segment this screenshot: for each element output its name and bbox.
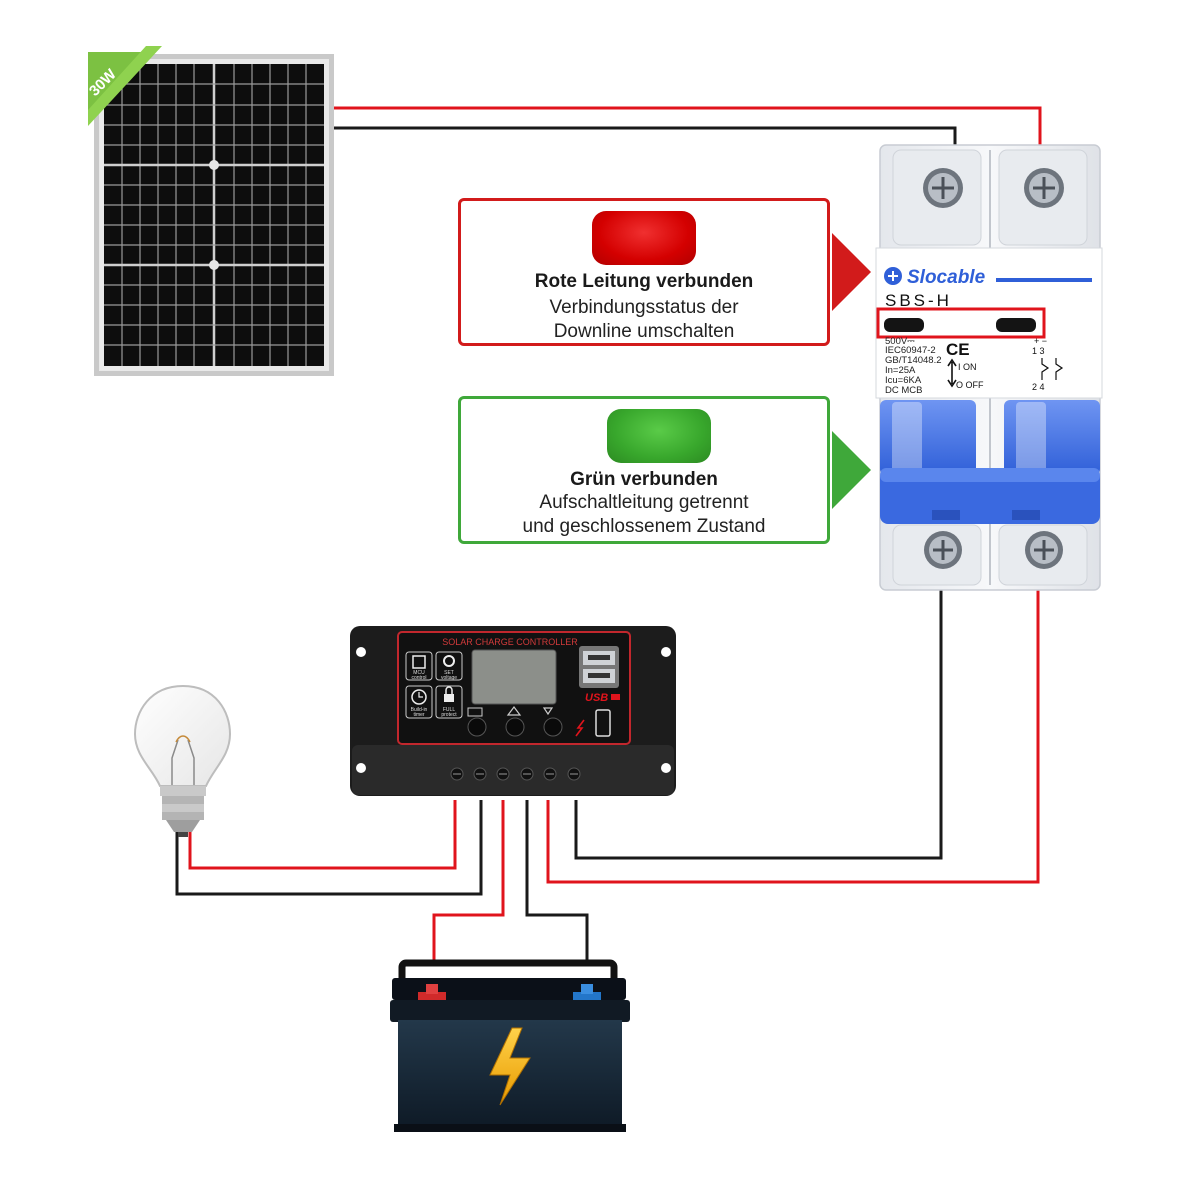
load-positive-wire [188, 800, 457, 870]
lightning-icon [575, 719, 585, 737]
breaker-negative-wire [574, 590, 943, 860]
phone-icon [595, 709, 611, 737]
top-terminal-screw-left [923, 168, 963, 208]
feature-icons: MCU control SET voltage Build-in timer F… [405, 651, 463, 719]
brand-name: Slocable [907, 267, 986, 288]
battery-negative-wire [525, 800, 589, 966]
red-callout-pointer [832, 233, 871, 311]
icon-label-0b: control [411, 675, 426, 681]
breaker-toggle[interactable] [880, 400, 1100, 524]
usb-label: USB [585, 692, 608, 704]
on-off-arrow-icon [947, 358, 957, 388]
wires [175, 106, 1042, 966]
load-negative-wire [175, 800, 483, 896]
red-callout-line1: Verbindungsstatus der [549, 297, 739, 318]
green-wire-callout: Grün verbunden Aufschaltleitung getrennt… [458, 396, 830, 544]
controller-terminals [450, 767, 581, 781]
battery [390, 959, 630, 1132]
down-button[interactable] [543, 717, 563, 737]
green-callout-pointer [832, 431, 871, 509]
spec-line-0: 500V⎓ [885, 336, 915, 347]
spec-line-4: Icu=6KA [885, 375, 922, 386]
chip-icon [405, 651, 433, 681]
model-name: SBS-H [885, 291, 952, 310]
battery-positive-wire [432, 800, 505, 966]
spec-line-1: IEC60947-2 [885, 345, 936, 356]
menu-button[interactable] [467, 717, 487, 737]
icon-label-3b: protect [441, 712, 457, 718]
icon-label-0a: MCU [413, 670, 425, 676]
breaker-spec-text: 500V⎓ IEC60947-2 GB/T14048.2 In=25A Icu=… [885, 336, 942, 396]
green-callout-title: Grün verbunden [570, 469, 718, 490]
lock-icon [435, 685, 463, 719]
green-callout-line2: und geschlossenem Zustand [522, 516, 766, 537]
terminal-top-label: 1 3 [1032, 346, 1045, 356]
brand-logo: Slocable [884, 267, 986, 288]
spec-line-2: GB/T14048.2 [885, 355, 942, 366]
off-label: O OFF [956, 380, 984, 390]
icon-label-3a: FULL [443, 707, 455, 713]
controller-header: SOLAR CHARGE CONTROLLER [442, 637, 578, 647]
lightning-bolt-icon [489, 1027, 531, 1106]
red-indicator-swatch [592, 211, 696, 265]
panel-cell-grid [104, 64, 324, 366]
spec-line-3: In=25A [885, 365, 916, 376]
icon-label-2b: timer [413, 712, 424, 718]
charge-controller: SOLAR CHARGE CONTROLLER MCU control SET … [350, 626, 676, 796]
terminal-bottom-label: 2 4 [1032, 382, 1045, 392]
top-terminal-screw-right [1024, 168, 1064, 208]
red-wire-callout: Rote Leitung verbunden Verbindungsstatus… [458, 198, 830, 346]
ce-mark: CE [946, 340, 970, 359]
icon-label-1a: SET [444, 670, 454, 676]
icon-label-1b: voltage [441, 675, 457, 681]
polarity-label: + − [1034, 336, 1047, 346]
circuit-symbol-icon [1041, 358, 1064, 380]
circuit-breaker: Slocable SBS-H 500V⎓ IEC60947-2 GB/T1404… [875, 144, 1103, 591]
red-callout-line2: Downline umschalten [553, 321, 735, 342]
bottom-terminal-screw-left [924, 531, 962, 569]
lcd-screen [471, 649, 557, 705]
up-button[interactable] [505, 717, 525, 737]
red-callout-title: Rote Leitung verbunden [534, 271, 754, 292]
panel-positive-wire [334, 106, 1042, 150]
gear-icon [435, 651, 463, 681]
icon-label-2a: Build-in [411, 707, 428, 713]
status-window-highlight [876, 307, 1046, 339]
on-label: I ON [958, 362, 977, 372]
bottom-terminal-screw-right [1025, 531, 1063, 569]
solar-panel: 30W [86, 46, 334, 376]
panel-negative-wire [334, 126, 957, 150]
green-callout-line1: Aufschaltleitung getrennt [539, 492, 749, 513]
spec-line-5: DC MCB [885, 385, 922, 396]
usb-ports [579, 646, 619, 688]
clock-icon [405, 685, 433, 719]
breaker-positive-wire [546, 590, 1040, 884]
light-bulb [133, 684, 232, 837]
green-indicator-swatch [607, 409, 711, 463]
